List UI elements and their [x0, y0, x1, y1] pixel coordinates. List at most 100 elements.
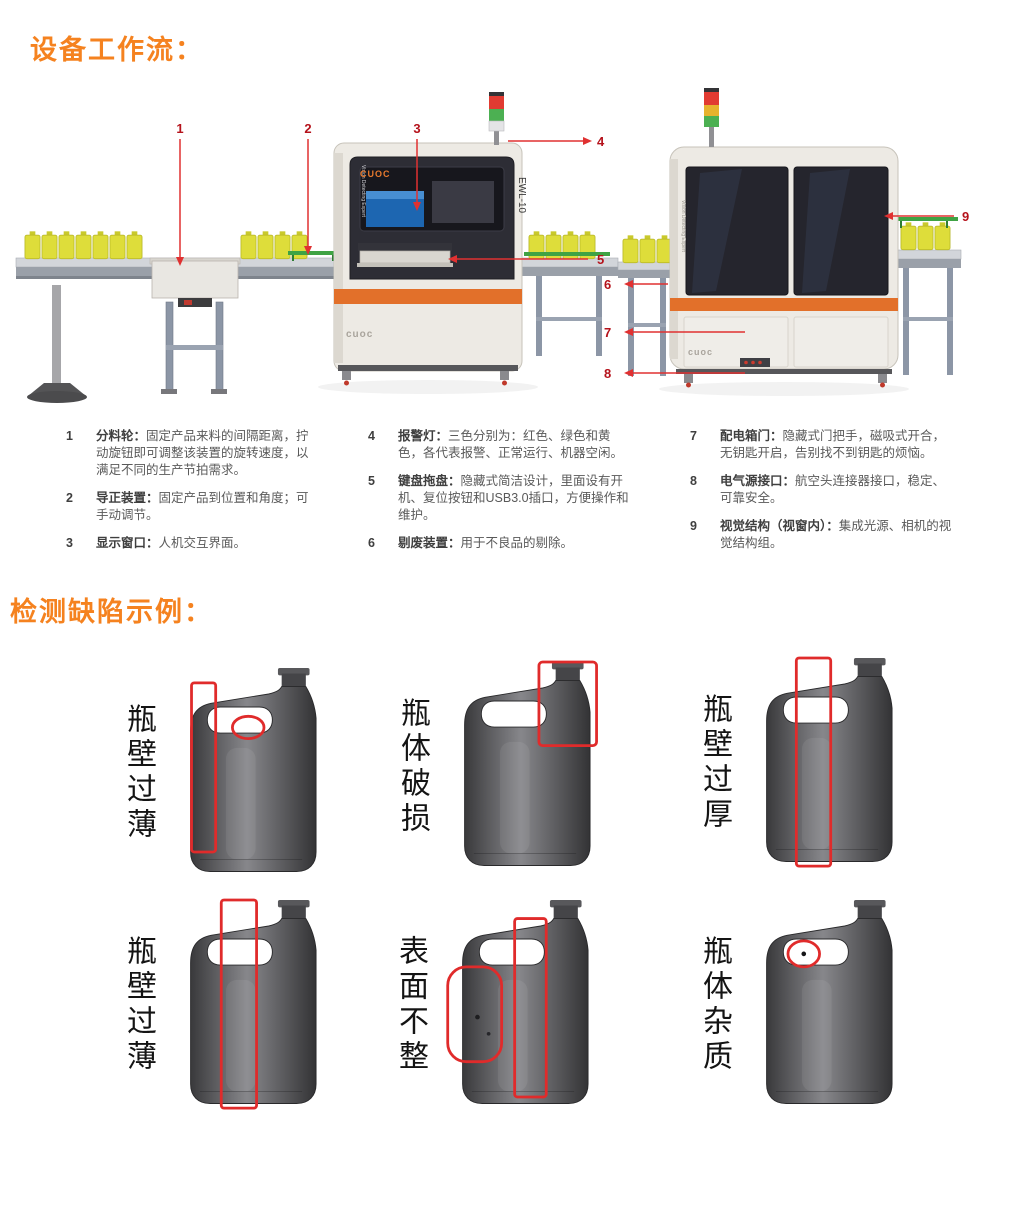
defect-label: 瓶体杂质 [698, 935, 731, 1075]
signal-tower-icon [488, 92, 505, 145]
legend-item-2: 2 导正装置：固定产品到位置和角度；可手动调节。 [66, 490, 316, 524]
accent-band [334, 289, 522, 304]
bottle-image [172, 898, 330, 1110]
legend-item-term: 导正装置： [96, 491, 159, 505]
legend-item-term: 剔废装置： [398, 536, 461, 550]
defect-annotation [231, 714, 266, 741]
legend-item-4: 4 报警灯：三色分别为：红色、绿色和黄色，各代表报警、正常运行、机器空闲。 [368, 428, 630, 462]
legend-item-term: 电气源接口： [720, 474, 796, 488]
legend-item-text: 分料轮：固定产品来料的间隔距离，拧动旋钮即可调整该装置的旋转速度，以满足不同的生… [96, 428, 316, 479]
defect-annotation [190, 681, 218, 854]
defect-annotation [513, 917, 548, 1099]
defect-example-impurity: 瓶体杂质 [692, 898, 906, 1112]
guide-rails [288, 217, 958, 261]
defect-label: 瓶体破损 [396, 697, 429, 837]
defect-example-thick-wall: 瓶壁过厚 [692, 656, 906, 870]
station-legs [161, 301, 227, 394]
callout-number-7: 7 [604, 325, 611, 340]
callout-number-2: 2 [304, 121, 311, 136]
callout-number-6: 6 [604, 277, 611, 292]
callout-number-5: 5 [597, 252, 604, 267]
legend-item-desc: 隐藏式简洁设计，里面设有开机、复位按钮和USB3.0插口，方便操作和维护。 [398, 474, 629, 522]
conveyor-right-outfeed [892, 249, 962, 375]
defect-annotation [794, 656, 833, 868]
callout-number-4: 4 [597, 134, 605, 149]
feeding-wheel-station [149, 257, 241, 307]
defect-example-thin-wall-1: 瓶壁过薄 [116, 666, 330, 880]
legend-item-number: 3 [66, 536, 73, 550]
model-label: EWL-10 [516, 177, 527, 214]
defect-label: 瓶壁过厚 [698, 693, 731, 833]
legend-item-number: 7 [690, 429, 697, 443]
legend-item-number: 2 [66, 491, 73, 505]
legend-item-5: 5 键盘拖盘：隐藏式简洁设计，里面设有开机、复位按钮和USB3.0插口，方便操作… [368, 473, 630, 524]
defect-annotation [446, 965, 504, 1064]
legend-item-number: 5 [368, 474, 375, 488]
machine-shadow [659, 382, 909, 396]
legend-item-text: 剔废装置：用于不良品的剔除。 [398, 535, 573, 552]
legend-item-term: 显示窗口： [96, 536, 159, 550]
legend-item-number: 9 [690, 519, 697, 533]
accent-band [670, 298, 898, 311]
conveyor-right-infeed [617, 261, 677, 376]
legend-item-3: 3 显示窗口：人机交互界面。 [66, 535, 316, 552]
defect-example-thin-wall-2: 瓶壁过薄 [116, 898, 330, 1112]
bottle-image [446, 660, 598, 874]
defect-annotation [537, 660, 598, 748]
inspection-machine-center: Vision Detecting Expert CUOC EWL-10 cuoc [333, 92, 527, 386]
legend-item-text: 电气源接口：航空头连接器接口，稳定、可靠安全。 [720, 473, 952, 507]
defect-annotation [786, 939, 821, 969]
bottle-image [748, 656, 906, 868]
defect-example-uneven-surface: 表面不整 [388, 898, 602, 1112]
legend-item-6: 6 剔废装置：用于不良品的剔除。 [368, 535, 630, 552]
legend-item-desc: 集成光源、相机的视觉结构组。 [720, 519, 952, 550]
callout-number-1: 1 [176, 121, 183, 136]
machine-side-text: Vision Detecting Expert [360, 165, 366, 217]
machine-shadow [318, 380, 538, 394]
keyboard-tray [359, 250, 451, 264]
legend-item-desc: 用于不良品的剔除。 [460, 536, 574, 550]
legend-item-number: 6 [368, 536, 375, 550]
legend-item-term: 键盘拖盘： [398, 474, 461, 488]
legend-item-7: 7 配电箱门：隐藏式门把手，磁吸式开合，无钥匙开启，告别找不到钥匙的烦恼。 [690, 428, 952, 462]
legend-item-8: 8 电气源接口：航空头连接器接口，稳定、可靠安全。 [690, 473, 952, 507]
signal-tower-icon [704, 88, 719, 147]
legend-item-desc: 隐藏式门把手，磁吸式开合，无钥匙开启，告别找不到钥匙的烦恼。 [720, 429, 946, 460]
callout-number-9: 9 [962, 209, 969, 224]
legend-column-1: 1 分料轮：固定产品来料的间隔距离，拧动旋钮即可调整该装置的旋转速度，以满足不同… [66, 428, 316, 563]
defect-annotation [219, 898, 258, 1110]
legend-item-9: 9 视觉结构（视窗内）：集成光源、相机的视觉结构组。 [690, 518, 952, 552]
legend-item-1: 1 分料轮：固定产品来料的间隔距离，拧动旋钮即可调整该装置的旋转速度，以满足不同… [66, 428, 316, 479]
legend-item-text: 导正装置：固定产品到位置和角度；可手动调节。 [96, 490, 316, 524]
inspection-machine-right: Vision Detecting Expert cuoc [669, 88, 899, 388]
defect-label: 表面不整 [394, 935, 427, 1075]
equipment-workflow-diagram: Vision Detecting Expert CUOC EWL-10 cuoc… [15, 88, 969, 403]
legend-item-text: 显示窗口：人机交互界面。 [96, 535, 246, 552]
legend-item-desc: 三色分别为：红色、绿色和黄色，各代表报警、正常运行、机器空闲。 [398, 429, 624, 460]
defects-section-title: 检测缺陷示例： [10, 597, 213, 627]
logo-bottom: cuoc [346, 329, 373, 340]
defect-label: 瓶壁过薄 [122, 703, 155, 843]
cabinet-door-left [683, 316, 789, 368]
legend-item-text: 视觉结构（视窗内）：集成光源、相机的视觉结构组。 [720, 518, 952, 552]
legend-item-text: 报警灯：三色分别为：红色、绿色和黄色，各代表报警、正常运行、机器空闲。 [398, 428, 630, 462]
legend-item-number: 4 [368, 429, 375, 443]
legend-item-desc: 固定产品到位置和角度；可手动调节。 [96, 491, 309, 522]
legend-item-number: 1 [66, 429, 73, 443]
callout-annotations: 1 2 3 4 5 6 7 8 9 [176, 121, 969, 381]
legend-item-term: 分料轮： [96, 429, 147, 443]
logo-bottom: cuoc [688, 347, 713, 357]
callout-number-3: 3 [413, 121, 420, 136]
vision-window-right [793, 166, 889, 296]
pedestal-stand [27, 285, 87, 403]
legend-item-text: 键盘拖盘：隐藏式简洁设计，里面设有开机、复位按钮和USB3.0插口，方便操作和维… [398, 473, 630, 524]
legend-item-text: 配电箱门：隐藏式门把手，磁吸式开合，无钥匙开启，告别找不到钥匙的烦恼。 [720, 428, 952, 462]
workflow-section-title: 设备工作流： [30, 35, 204, 65]
brand-logo: CUOC [360, 169, 391, 179]
legend-item-desc: 固定产品来料的间隔距离，拧动旋钮即可调整该装置的旋转速度，以满足不同的生产节拍需… [96, 429, 309, 477]
legend-column-2: 4 报警灯：三色分别为：红色、绿色和黄色，各代表报警、正常运行、机器空闲。 5 … [368, 428, 630, 563]
machine-side-text: Vision Detecting Expert [680, 200, 686, 252]
bottle-image [190, 666, 330, 880]
legend-item-term: 视觉结构（视窗内）： [720, 519, 839, 533]
legend-item-term: 配电箱门： [720, 429, 783, 443]
